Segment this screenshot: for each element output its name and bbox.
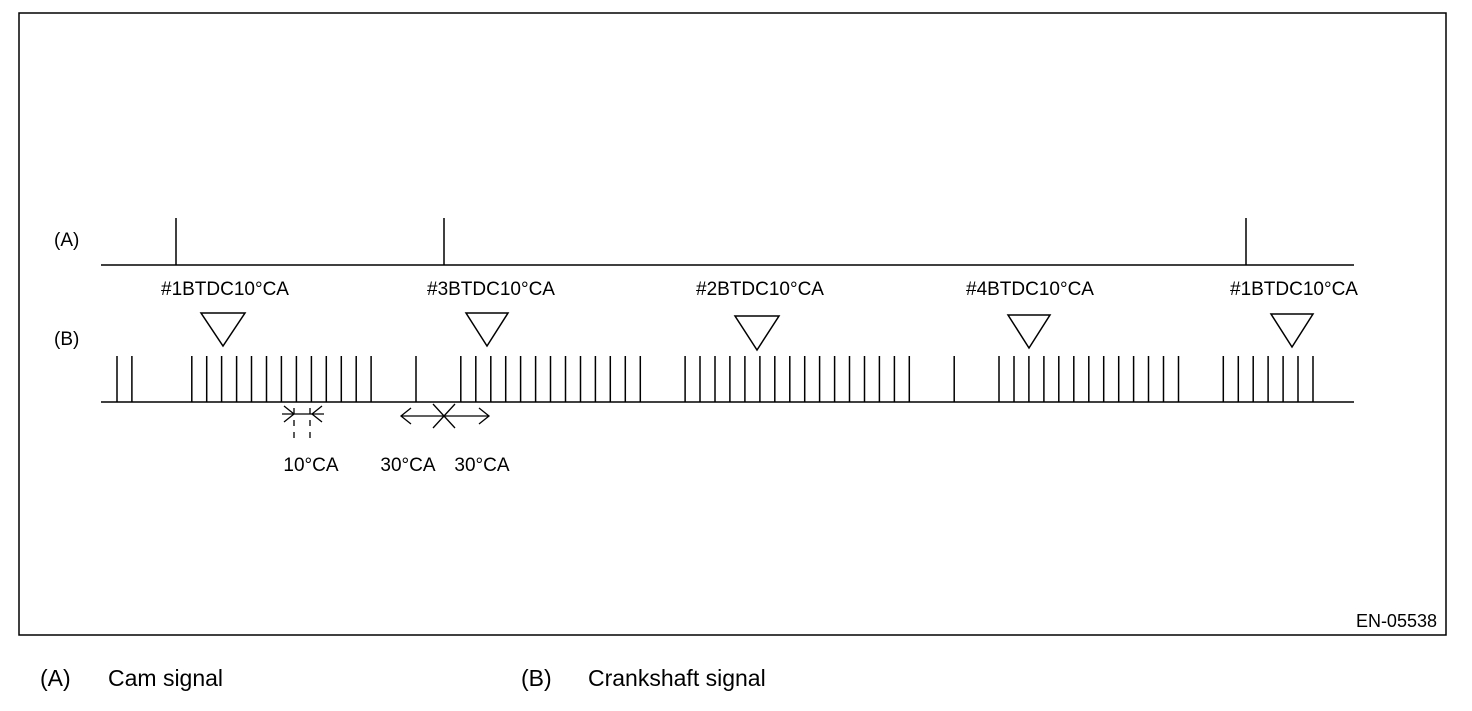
marker-label-5: #1BTDC10°CA: [1230, 279, 1358, 300]
marker-label-4: #4BTDC10°CA: [966, 279, 1094, 300]
marker-label-2: #3BTDC10°CA: [427, 279, 555, 300]
marker-label-1: #1BTDC10°CA: [161, 279, 289, 300]
dim-arrowhead: [478, 407, 491, 425]
cam-signal: [101, 218, 1354, 266]
dimension-30ca: 30°CA 30°CA: [380, 403, 510, 476]
dim-10ca-label: 10°CA: [283, 455, 338, 476]
tdc-markers: [199, 312, 1315, 352]
crankshaft-signal: [101, 356, 1354, 403]
dim-arrowhead: [399, 407, 412, 425]
legend-a-text: Cam signal: [108, 665, 224, 691]
dim-30ca-left-label: 30°CA: [380, 455, 435, 476]
marker-label-3: #2BTDC10°CA: [696, 279, 824, 300]
tdc-triangle-marker: [1006, 314, 1052, 350]
row-a-label: (A): [54, 230, 79, 251]
tdc-triangle-marker: [199, 312, 247, 348]
legend-b-key: (B): [521, 665, 552, 691]
tdc-triangle-marker: [464, 312, 510, 348]
dimension-10ca: 10°CA: [282, 405, 339, 476]
dim-30ca-right-label: 30°CA: [454, 455, 509, 476]
tdc-triangle-marker: [1269, 313, 1315, 349]
legend-a-key: (A): [40, 665, 71, 691]
dim-cross: [432, 403, 456, 429]
legend-b-text: Crankshaft signal: [588, 665, 766, 691]
marker-labels: #1BTDC10°CA #3BTDC10°CA #2BTDC10°CA #4BT…: [161, 279, 1358, 300]
figure-code: EN-05538: [1356, 611, 1437, 631]
row-b-label: (B): [54, 329, 79, 350]
diagram-frame: [18, 12, 1447, 636]
tdc-triangle-marker: [733, 315, 781, 352]
dim-arrowhead: [310, 405, 323, 423]
